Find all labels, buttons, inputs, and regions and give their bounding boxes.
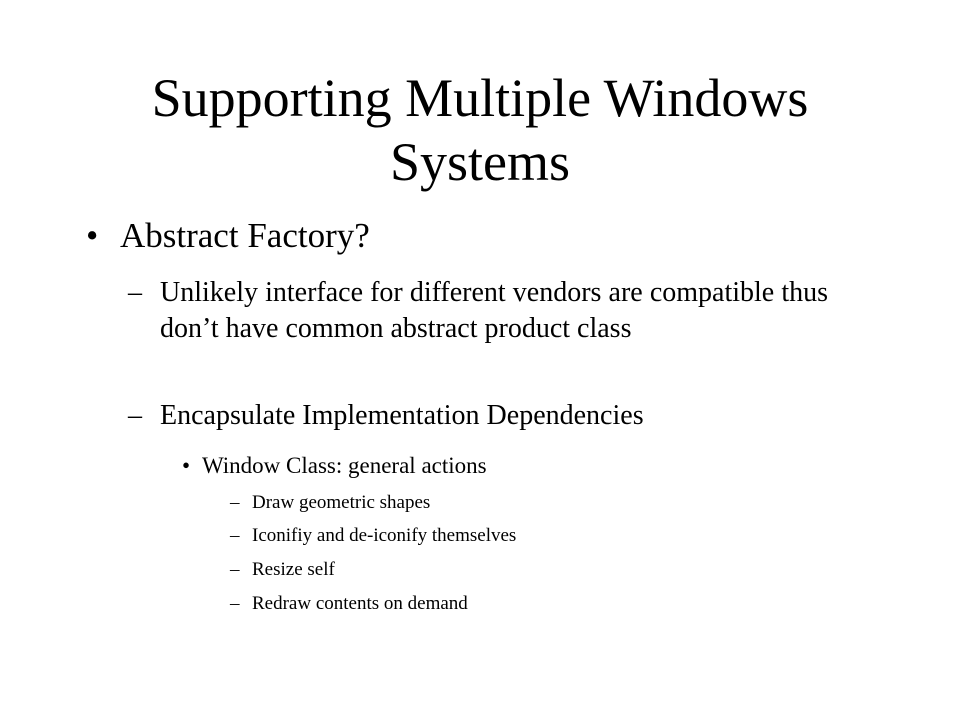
slide-title: Supporting Multiple Windows Systems bbox=[151, 68, 809, 192]
dash-marker: – bbox=[230, 593, 240, 614]
bullet-marker: • bbox=[182, 453, 191, 478]
sub-bullet-text: Encapsulate Implementation Dependencies bbox=[160, 400, 644, 431]
action-text: Iconifiy and de-iconify themselves bbox=[252, 525, 517, 546]
bullet-text: Abstract Factory? bbox=[120, 216, 370, 255]
dash-marker: – bbox=[230, 492, 240, 513]
dash-marker: – bbox=[230, 525, 240, 546]
action-text: Redraw contents on demand bbox=[252, 593, 468, 614]
bullet-marker: • bbox=[86, 216, 99, 255]
dash-marker: – bbox=[128, 400, 142, 431]
sub-bullet-text: Unlikely interface for different vendors… bbox=[160, 277, 828, 344]
action-text: Resize self bbox=[252, 559, 335, 580]
action-text: Draw geometric shapes bbox=[252, 492, 431, 513]
sub-bullet-encapsulate: – Encapsulate Implementation Dependencie… bbox=[128, 398, 828, 434]
dash-marker: – bbox=[128, 277, 142, 308]
dash-marker: – bbox=[230, 559, 240, 580]
bullet-text: Window Class: general actions bbox=[202, 453, 487, 478]
sub-bullet-unlikely-interface: – Unlikely interface for different vendo… bbox=[128, 275, 828, 347]
